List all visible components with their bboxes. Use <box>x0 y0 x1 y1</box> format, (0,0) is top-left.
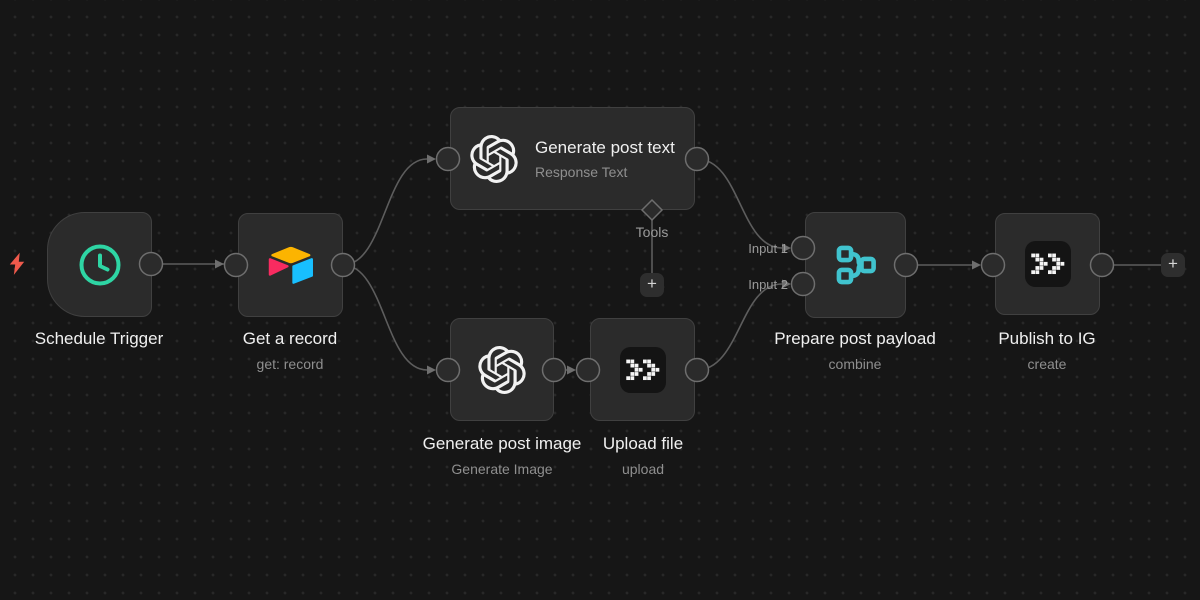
connection-arrowheads <box>215 154 981 375</box>
node-title-prepare-post-payload: Prepare post payload <box>774 329 936 348</box>
port-input-publish[interactable] <box>980 252 1006 278</box>
port-output-get-a-record[interactable] <box>330 252 356 278</box>
node-title-upload-file: Upload file <box>602 434 684 453</box>
merge-icon <box>836 245 876 285</box>
port-input-generate-post-text[interactable] <box>435 146 461 172</box>
node-subtitle-prepare-post-payload: combine <box>828 356 882 373</box>
node-subtitle-publish-to-ig: create <box>1027 356 1067 373</box>
node-title-publish-to-ig: Publish to IG <box>998 329 1096 348</box>
node-subtitle: Response Text <box>535 164 628 181</box>
node-title-generate-post-image: Generate post image <box>422 434 582 453</box>
node-title: Generate post text <box>535 137 675 157</box>
port-label-tools: Tools <box>635 224 669 240</box>
node-generate-post-image[interactable] <box>450 318 554 421</box>
node-title-schedule-trigger: Schedule Trigger <box>34 329 164 348</box>
add-tool-button[interactable]: + <box>640 273 664 297</box>
port-input-2-merge[interactable] <box>790 271 816 297</box>
port-output-merge[interactable] <box>893 252 919 278</box>
port-input-get-a-record[interactable] <box>223 252 249 278</box>
port-label-input-2: Input 2 <box>748 277 788 292</box>
port-tools-diamond[interactable] <box>640 198 664 222</box>
connection-get-to-text[interactable] <box>342 158 428 266</box>
node-subtitle-upload-file: upload <box>621 461 665 478</box>
port-output-publish[interactable] <box>1089 252 1115 278</box>
port-input-1-merge[interactable] <box>790 235 816 261</box>
connection-text-to-merge[interactable] <box>696 158 783 249</box>
port-output-schedule[interactable] <box>138 251 164 277</box>
node-schedule-trigger[interactable] <box>47 212 152 317</box>
trigger-bolt-icon <box>9 252 25 275</box>
port-output-upload-file[interactable] <box>684 357 710 383</box>
port-output-generate-post-image[interactable] <box>541 357 567 383</box>
connection-get-to-image[interactable] <box>342 264 428 371</box>
port-input-upload-file[interactable] <box>575 357 601 383</box>
port-label-input-1: Input 1 <box>748 241 788 256</box>
node-subtitle-get-a-record: get: record <box>256 356 324 373</box>
node-subtitle-generate-post-image: Generate Image <box>451 461 553 478</box>
node-upload-file[interactable] <box>590 318 695 421</box>
node-generate-post-text[interactable]: Generate post text Response Text <box>450 107 695 210</box>
add-next-node-button[interactable]: + <box>1161 253 1185 277</box>
clock-icon <box>79 244 120 285</box>
port-input-generate-post-image[interactable] <box>435 357 461 383</box>
node-title-get-a-record: Get a record <box>242 329 338 348</box>
connection-upload-to-merge[interactable] <box>696 283 783 371</box>
airtable-icon <box>268 246 313 284</box>
node-prepare-post-payload[interactable] <box>805 212 906 318</box>
port-output-generate-post-text[interactable] <box>684 146 710 172</box>
